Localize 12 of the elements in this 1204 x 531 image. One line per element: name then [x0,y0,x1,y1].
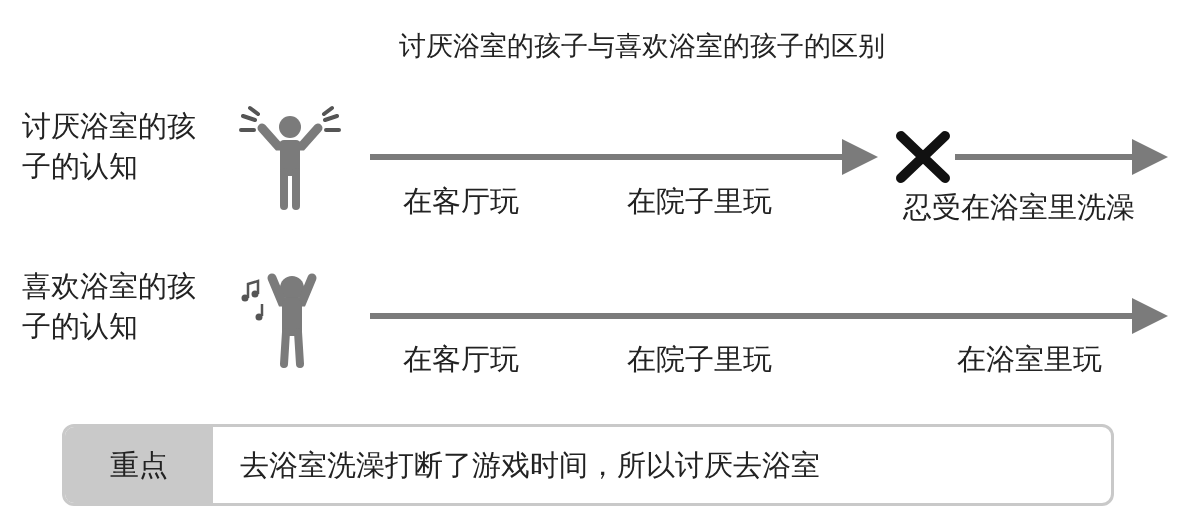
key-point-text: 去浴室洗澡打断了游戏时间，所以讨厌去浴室 [240,447,820,484]
step-label: 在院子里玩 [627,341,772,378]
step-label: 在客厅玩 [403,183,519,220]
step-label: 在客厅玩 [403,341,519,378]
row-heading: 讨厌浴室的孩子的认知 [22,108,197,185]
step-label: 在浴室里玩 [957,341,1102,378]
key-point-heading: 重点 [65,427,213,503]
step-label: 在院子里玩 [627,183,772,220]
row-heading: 喜欢浴室的孩子的认知 [22,268,197,345]
key-point-box [62,424,1114,506]
step-label: 忍受在浴室里洗澡 [903,189,1135,226]
diagram-title: 讨厌浴室的孩子与喜欢浴室的孩子的区别 [398,29,886,63]
